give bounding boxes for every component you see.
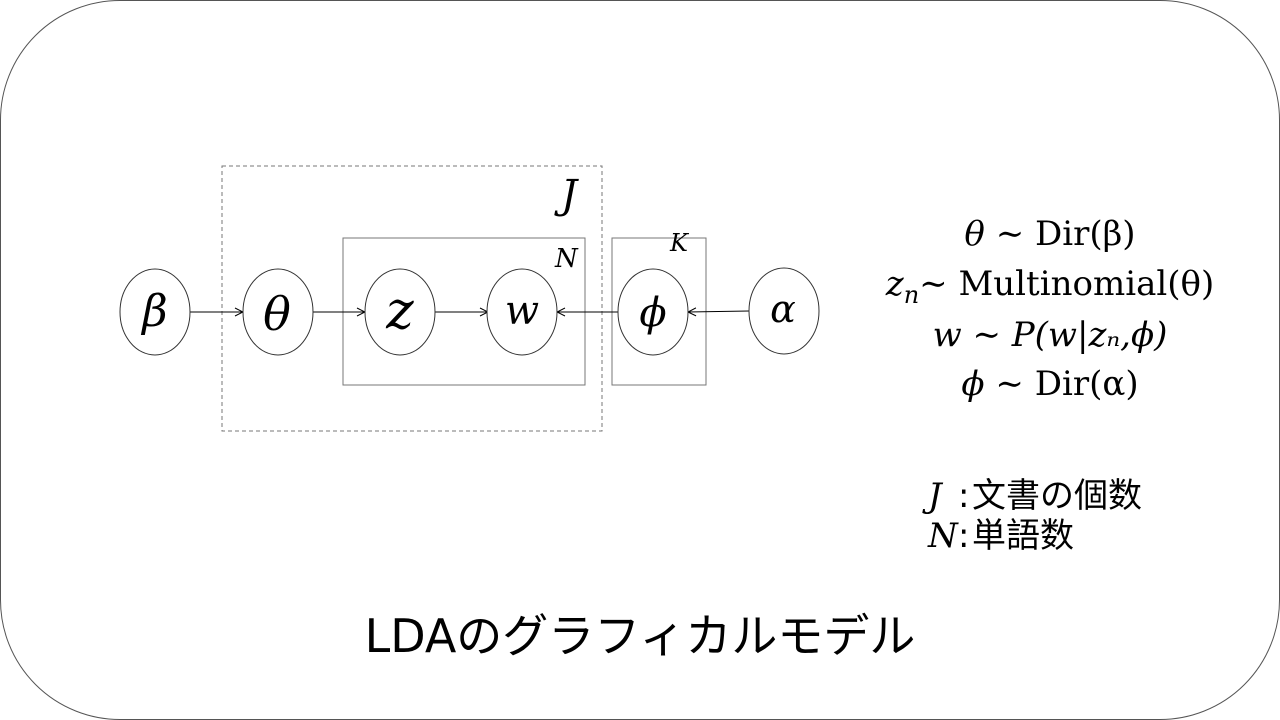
legend-separator: :	[958, 516, 970, 556]
eq-rel: ∼	[984, 364, 1035, 405]
node-z-label: z	[385, 281, 414, 341]
eq-lhs: ϕ	[961, 364, 985, 405]
equation-theta: θ ∼ Dir(β)	[860, 214, 1240, 264]
eq-rhs: Multinomial(θ)	[958, 263, 1215, 304]
equation-z: zn∼ Multinomial(θ)	[860, 264, 1240, 315]
plate-J-label: J	[554, 172, 579, 218]
generative-equations: θ ∼ Dir(β) zn∼ Multinomial(θ) w ∼ P(w|zₙ…	[860, 214, 1240, 414]
eq-rhs: Dir(α)	[1034, 364, 1139, 405]
eq-lhs: θ	[964, 214, 985, 254]
node-z: z	[364, 268, 436, 356]
legend-separator: :	[958, 476, 970, 516]
node-theta-label: θ	[263, 287, 291, 341]
legend-symbol: J	[928, 476, 942, 516]
node-beta-label: β	[140, 286, 167, 337]
node-phi: ϕ	[617, 268, 689, 356]
eq-rhs: P(w|zₙ,ϕ)	[1011, 314, 1168, 355]
legend-text: 単語数	[972, 516, 1074, 556]
node-phi-label: ϕ	[639, 290, 666, 336]
node-w-label: w	[505, 288, 539, 334]
symbol-legend: J:文書の個数 N:単語数	[928, 476, 1142, 556]
equation-w: w ∼ P(w|zₙ,ϕ)	[860, 315, 1240, 365]
eq-rel: ∼	[919, 263, 959, 304]
node-alpha: α	[748, 267, 820, 355]
node-beta: β	[119, 268, 191, 356]
node-w: w	[486, 268, 558, 356]
plate-N-label: N	[554, 244, 579, 274]
eq-lhs: z	[885, 263, 904, 304]
legend-row-J: J:文書の個数	[928, 476, 1142, 516]
edge-alpha-phi	[688, 311, 750, 312]
node-alpha-label: α	[770, 287, 796, 331]
plate-J	[221, 165, 603, 432]
slide-title: LDAのグラフィカルモデル	[364, 609, 916, 663]
eq-rhs: Dir(β)	[1035, 214, 1136, 254]
eq-sub: n	[903, 280, 920, 309]
legend-text: 文書の個数	[972, 476, 1142, 516]
eq-rel: ∼	[961, 314, 1012, 355]
eq-rel: ∼	[984, 214, 1035, 254]
node-theta: θ	[242, 268, 314, 356]
eq-lhs: w	[932, 314, 962, 355]
equation-phi: ϕ ∼ Dir(α)	[860, 364, 1240, 414]
plate-K-label: K	[669, 229, 690, 257]
legend-row-N: N:単語数	[928, 516, 1142, 556]
legend-symbol: N	[928, 516, 958, 556]
